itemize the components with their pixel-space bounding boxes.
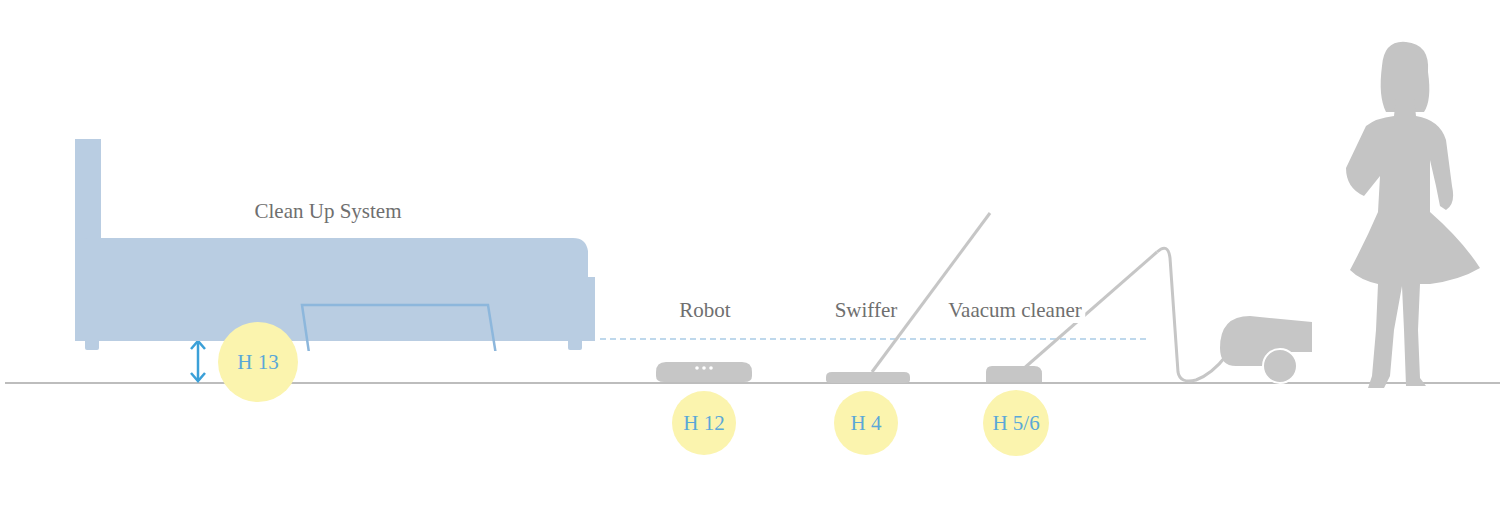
device-label: Robot (676, 298, 733, 323)
height-value: H 4 (851, 411, 882, 436)
height-callout: H 12 (672, 391, 736, 455)
height-value: H 5/6 (992, 411, 1039, 436)
sofa-drawing (75, 139, 600, 351)
height-callout: H 4 (834, 391, 898, 455)
height-arrow (191, 341, 205, 381)
sofa-shape: Clean Up System (75, 139, 600, 351)
device-label: Swiffer (832, 298, 901, 323)
height-callout: H 13 (218, 322, 298, 402)
height-value: H 13 (237, 350, 278, 375)
height-line (600, 338, 1148, 340)
tray-outline (302, 305, 504, 351)
height-value: H 12 (683, 411, 724, 436)
robot-figure (656, 362, 752, 382)
device-label: Vaacum cleaner (945, 298, 1085, 323)
height-callout: H 5/6 (983, 390, 1049, 456)
person-silhouette (1346, 42, 1480, 388)
system-title: Clean Up System (255, 199, 402, 224)
